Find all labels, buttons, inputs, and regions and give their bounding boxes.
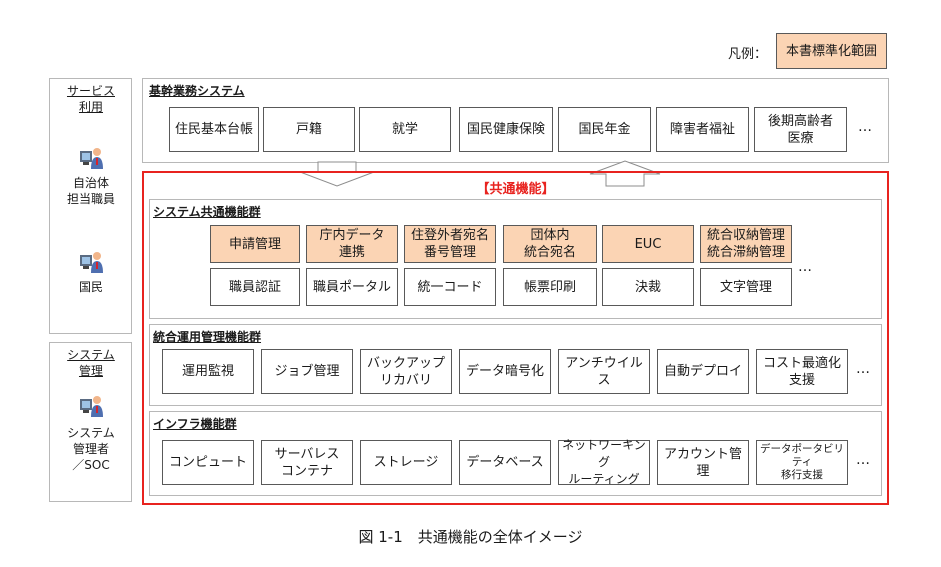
infra-title: インフラ機能群: [153, 417, 237, 431]
ops-more: …: [856, 361, 871, 377]
infra-item: ネットワーキング ルーティング: [558, 438, 650, 486]
system-admin-icon: [80, 396, 103, 417]
system-common-item: 職員認証: [210, 268, 300, 306]
core-system-item: 障害者福祉: [656, 107, 749, 152]
system-common-item: 帳票印刷: [503, 268, 597, 306]
core-systems-title: 基幹業務システム: [149, 84, 245, 98]
ops-management-title: 統合運用管理機能群: [153, 330, 262, 344]
common-functions-title: 【共通機能】: [476, 182, 555, 197]
ops-item: アンチウイルス: [558, 349, 650, 394]
core-system-item: 就学: [359, 107, 451, 152]
ops-item: 自動デプロイ: [657, 349, 749, 394]
figure-caption: 図 1-1 共通機能の全体イメージ: [358, 528, 583, 546]
system-common-item: 申請管理: [210, 225, 300, 263]
infra-group: インフラ機能群 コンピュート サーバレス コンテナ ストレージ データベース ネ…: [149, 411, 882, 496]
core-systems-panel: 基幹業務システム 住民基本台帳 戸籍 就学 国民健康保険 国民年金 障害者福祉 …: [142, 78, 889, 163]
system-common-item: 決裁: [602, 268, 694, 306]
legend-swatch: 本書標準化範囲: [776, 33, 887, 69]
citizen-icon: [80, 252, 103, 273]
infra-item: ストレージ: [360, 440, 452, 485]
core-system-item: 後期高齢者 医療: [754, 107, 847, 152]
system-common-group: システム共通機能群 申請管理 庁内データ 連携 住登外者宛名 番号管理 団体内 …: [149, 199, 882, 319]
system-common-item: 統一コード: [404, 268, 496, 306]
legend: 凡例： 本書標準化範囲: [728, 33, 898, 71]
system-admin-panel: システム 管理 システム 管理者 ／SOC: [49, 342, 132, 502]
municipal-staff-label: 自治体 担当職員: [66, 176, 115, 206]
connector-arrows: [300, 160, 661, 187]
citizen-label: 国民: [78, 280, 103, 294]
ops-item: 運用監視: [162, 349, 254, 394]
ops-item: コスト最適化 支援: [756, 349, 848, 394]
service-user-panel: サービス 利用 自治体 担当職員 国民: [49, 78, 132, 334]
infra-item: データポータビリティ 移行支援: [756, 440, 848, 485]
infra-item: コンピュート: [162, 440, 254, 485]
system-common-item: EUC: [602, 225, 694, 263]
ops-item: ジョブ管理: [261, 349, 353, 394]
ops-management-group: 統合運用管理機能群 運用監視 ジョブ管理 バックアップ リカバリ データ暗号化 …: [149, 324, 882, 406]
municipal-staff-icon: [80, 148, 103, 169]
system-common-item: 庁内データ 連携: [306, 225, 398, 263]
core-systems-more: …: [858, 119, 873, 135]
system-common-more: …: [798, 259, 813, 275]
system-admin-label: システム 管理者 ／SOC: [67, 426, 115, 472]
core-system-item: 国民健康保険: [459, 107, 553, 152]
up-arrow-icon: [589, 160, 661, 187]
infra-item: アカウント管理: [657, 440, 749, 485]
system-common-item: 統合収納管理 統合滞納管理: [700, 225, 792, 263]
system-common-item: 職員ポータル: [306, 268, 398, 306]
system-common-item: 文字管理: [700, 268, 792, 306]
core-system-item: 住民基本台帳: [169, 107, 259, 152]
core-system-item: 戸籍: [263, 107, 355, 152]
ops-item: データ暗号化: [459, 349, 551, 394]
infra-item: データベース: [459, 440, 551, 485]
system-heading: システム 管理: [67, 348, 115, 378]
system-common-item: 住登外者宛名 番号管理: [404, 225, 496, 263]
infra-more: …: [856, 452, 871, 468]
system-common-title: システム共通機能群: [153, 205, 261, 219]
core-system-item: 国民年金: [558, 107, 651, 152]
ops-item: バックアップ リカバリ: [360, 349, 452, 394]
service-heading: サービス 利用: [66, 84, 115, 114]
legend-prefix: 凡例：: [728, 47, 768, 62]
infra-item: サーバレス コンテナ: [261, 440, 353, 485]
common-functions-frame: 【共通機能】 システム共通機能群 申請管理 庁内データ 連携 住登外者宛名 番号…: [142, 171, 889, 505]
system-common-item: 団体内 統合宛名: [503, 225, 597, 263]
